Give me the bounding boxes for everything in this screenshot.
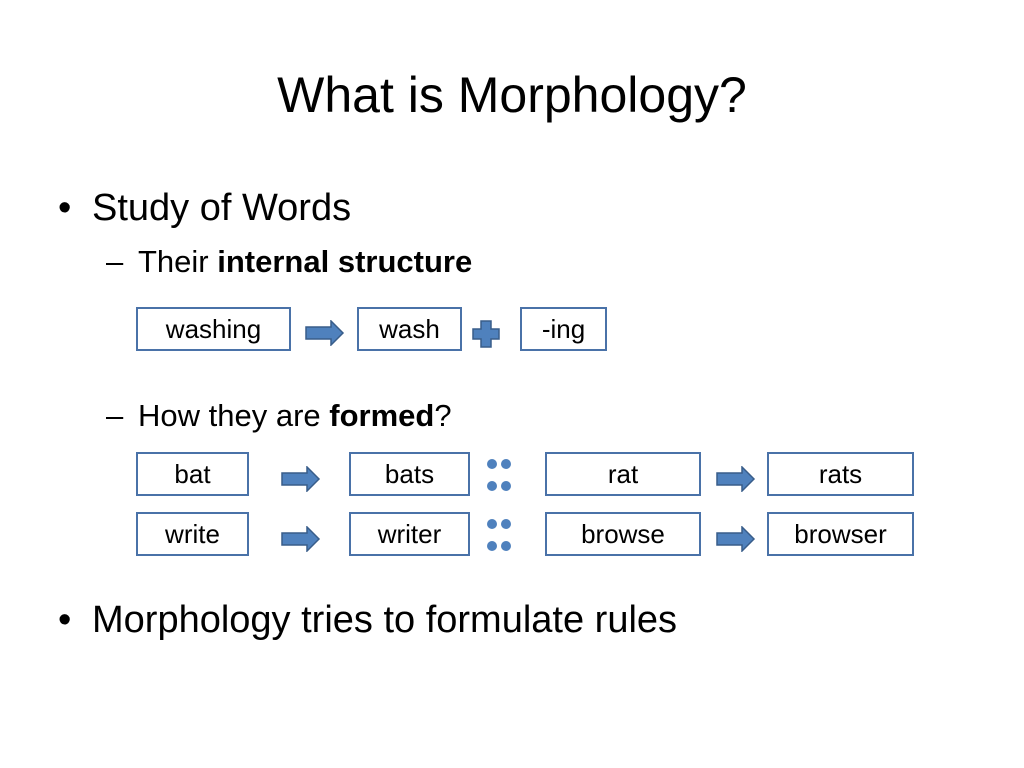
word-box-bats: bats xyxy=(349,452,470,496)
word-box-rat: rat xyxy=(545,452,701,496)
arrow-right-icon xyxy=(716,466,756,492)
bullet-formulate-rules: • Morphology tries to formulate rules xyxy=(58,598,677,642)
plus-icon xyxy=(472,320,500,348)
sub-bullet-internal-structure: –Their internal structure xyxy=(106,243,472,281)
arrow-right-icon xyxy=(281,466,321,492)
bullet-mark: • xyxy=(58,187,72,229)
bullet-text: Morphology tries to formulate rules xyxy=(92,599,678,641)
sub-bullet-suffix: ? xyxy=(434,398,452,433)
word-box-washing: washing xyxy=(136,307,291,351)
ratio-colon-icon xyxy=(487,459,511,491)
word-box-write: write xyxy=(136,512,249,556)
word-box-bat: bat xyxy=(136,452,249,496)
sub-bullet-bold: formed xyxy=(329,398,435,433)
word-box-rats: rats xyxy=(767,452,914,496)
slide-title: What is Morphology? xyxy=(277,67,747,123)
sub-bullet-prefix: Their xyxy=(138,244,218,279)
bullet-mark: • xyxy=(58,599,72,641)
arrow-right-icon xyxy=(281,526,321,552)
sub-bullet-prefix: How they are xyxy=(138,398,330,433)
dash-mark: – xyxy=(106,398,124,433)
bullet-text: Study of Words xyxy=(92,187,352,229)
word-box-writer: writer xyxy=(349,512,470,556)
word-box-wash: wash xyxy=(357,307,462,351)
ratio-colon-icon xyxy=(487,519,511,551)
arrow-right-icon xyxy=(305,320,345,346)
word-box-browse: browse xyxy=(545,512,701,556)
dash-mark: – xyxy=(106,244,124,279)
word-box-browser: browser xyxy=(767,512,914,556)
sub-bullet-bold: internal structure xyxy=(217,244,473,279)
sub-bullet-formed: –How they are formed? xyxy=(106,397,452,435)
arrow-right-icon xyxy=(716,526,756,552)
word-box-ing: -ing xyxy=(520,307,607,351)
bullet-study-of-words: • Study of Words xyxy=(58,186,351,230)
